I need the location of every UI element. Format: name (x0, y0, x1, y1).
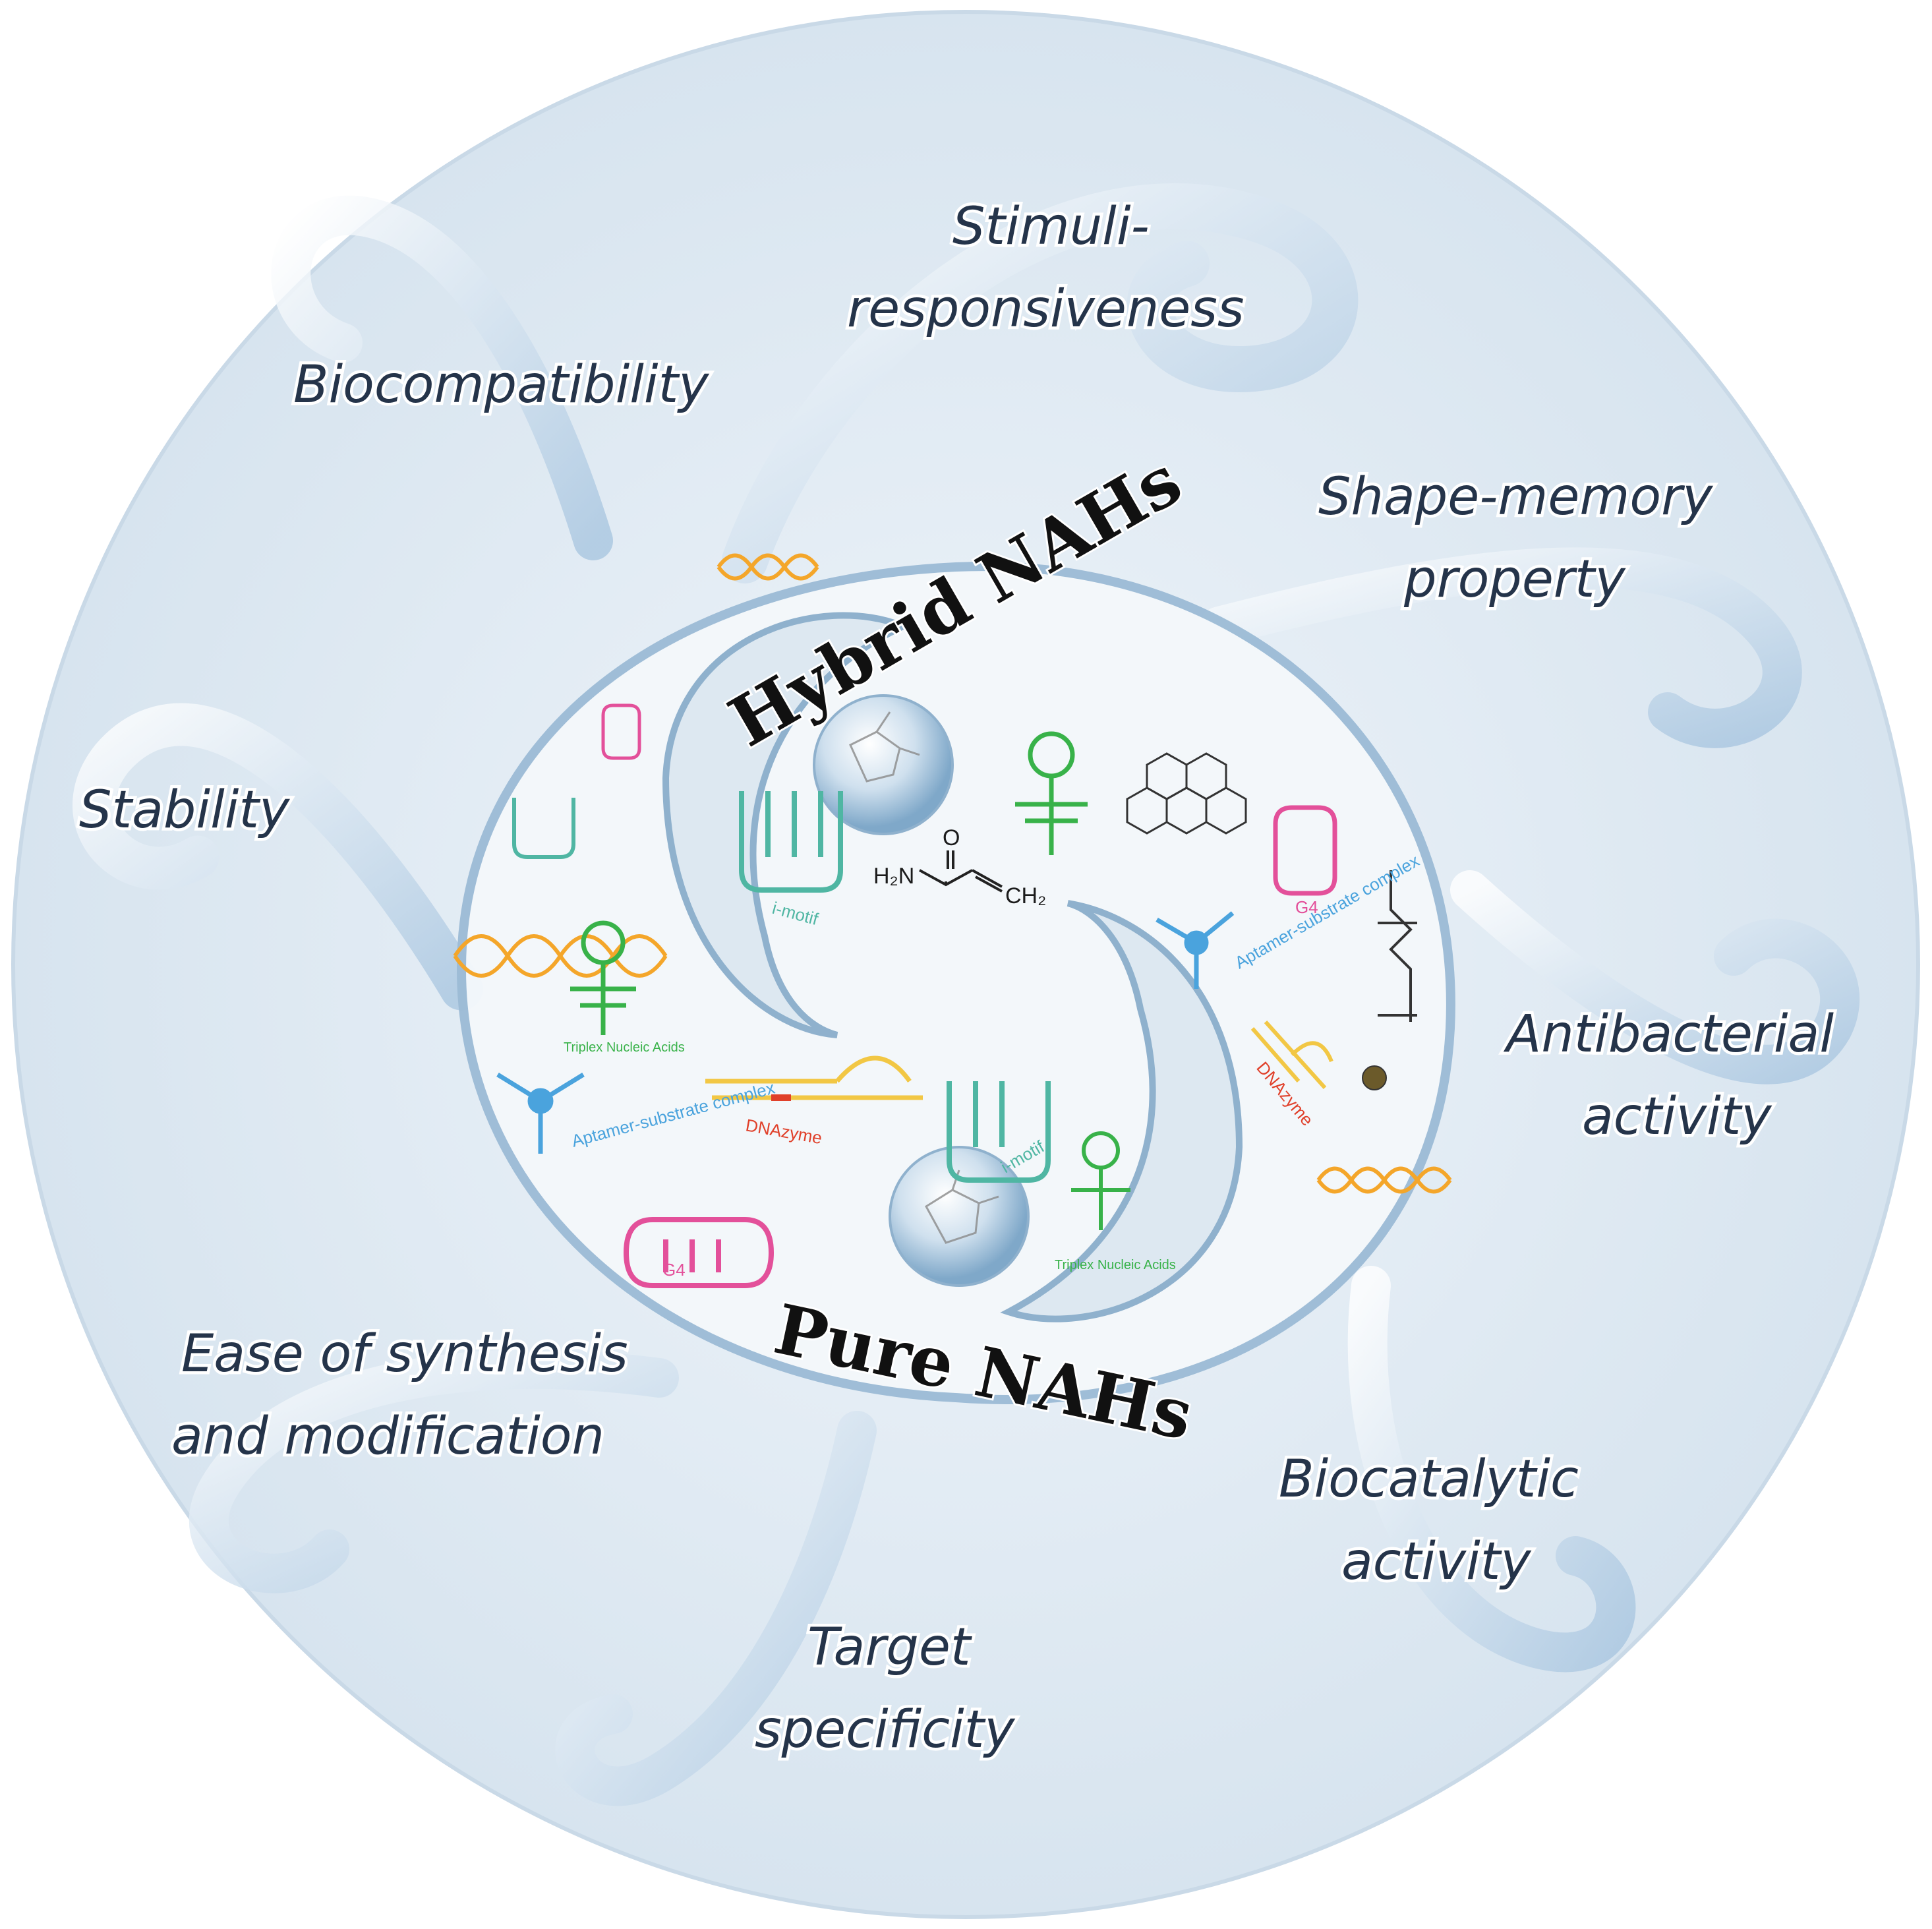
swirl-lower-left (189, 1349, 679, 1593)
i-motif-structure-2 (947, 1081, 1051, 1183)
property-antibacterial-line2: activity (1582, 1087, 1772, 1146)
graphene-oxide-structure (1126, 752, 1247, 835)
property-target-line1: Target (807, 1618, 972, 1677)
property-antibacterial-line1: Antibacterial (1503, 1005, 1834, 1064)
g4-label-2: G4 (1295, 897, 1318, 917)
tna-label: Triplex Nucleic Acids (564, 1040, 685, 1055)
property-biocatalytic-line2: activity (1341, 1532, 1532, 1591)
g4-structure-2 (1273, 805, 1337, 896)
s-inner-left (662, 612, 912, 1038)
property-stimuli-line2: responsiveness (847, 280, 1244, 339)
tna-label-2: Triplex Nucleic Acids (1055, 1258, 1176, 1272)
nanoparticle (1362, 1065, 1387, 1090)
i-motif-structure (739, 791, 843, 893)
property-ease-line2: and modification (171, 1407, 604, 1466)
swirl-left (73, 703, 483, 1011)
property-ease-line1: Ease of synthesis (181, 1324, 628, 1384)
property-biocompatibility: Biocompatibility (293, 355, 710, 415)
acrylamide-molecule: O H₂N CH₂ (873, 825, 1046, 908)
property-shape-memory-line2: property (1403, 550, 1626, 609)
property-shape-memory-line1: Shape-memory (1318, 467, 1714, 527)
aptamer-complex-2 (1156, 911, 1235, 989)
g4-structure (623, 1217, 775, 1288)
swirl-right (1450, 870, 1860, 1084)
helix-top-left (717, 553, 819, 581)
center-s-shape (456, 562, 1455, 1404)
dnazyme-structure (705, 1055, 923, 1101)
tna-structure (1015, 731, 1088, 855)
dna-helices (453, 553, 1452, 1194)
tna-structure-3 (1071, 1131, 1130, 1230)
helix-right (1316, 1166, 1452, 1194)
peg-chain-structure (1378, 870, 1417, 1022)
g4-label: G4 (662, 1260, 686, 1280)
swirl-top (722, 183, 1359, 583)
swirl-upper-right (1200, 547, 1802, 748)
property-target-line2: specificity (755, 1700, 1016, 1760)
helix-left (453, 934, 668, 978)
dnazyme-structure-2 (1250, 1020, 1333, 1090)
g4-structure-3 (601, 703, 641, 760)
property-stability: Stability (79, 781, 291, 840)
water-swirls (73, 183, 1860, 1806)
acrylamide-ch2: CH₂ (1005, 883, 1046, 908)
i-motif-structure-3 (512, 798, 575, 859)
acrylamide-o: O (943, 825, 960, 850)
acrylamide-h2n: H₂N (873, 864, 914, 889)
s-inner-right (1000, 900, 1243, 1322)
swirl-lower-right (1347, 1266, 1636, 1673)
aptamer-complex (496, 1073, 585, 1154)
property-stimuli-line1: Stimuli- (952, 197, 1150, 256)
swirl-bottom (555, 1411, 877, 1806)
tna-structure-2 (570, 920, 636, 1035)
hybrid-bubble (813, 694, 954, 835)
property-biocatalytic-line1: Biocatalytic (1279, 1450, 1579, 1509)
bubble-network (849, 711, 999, 1244)
swirl-upper-left (271, 195, 613, 560)
